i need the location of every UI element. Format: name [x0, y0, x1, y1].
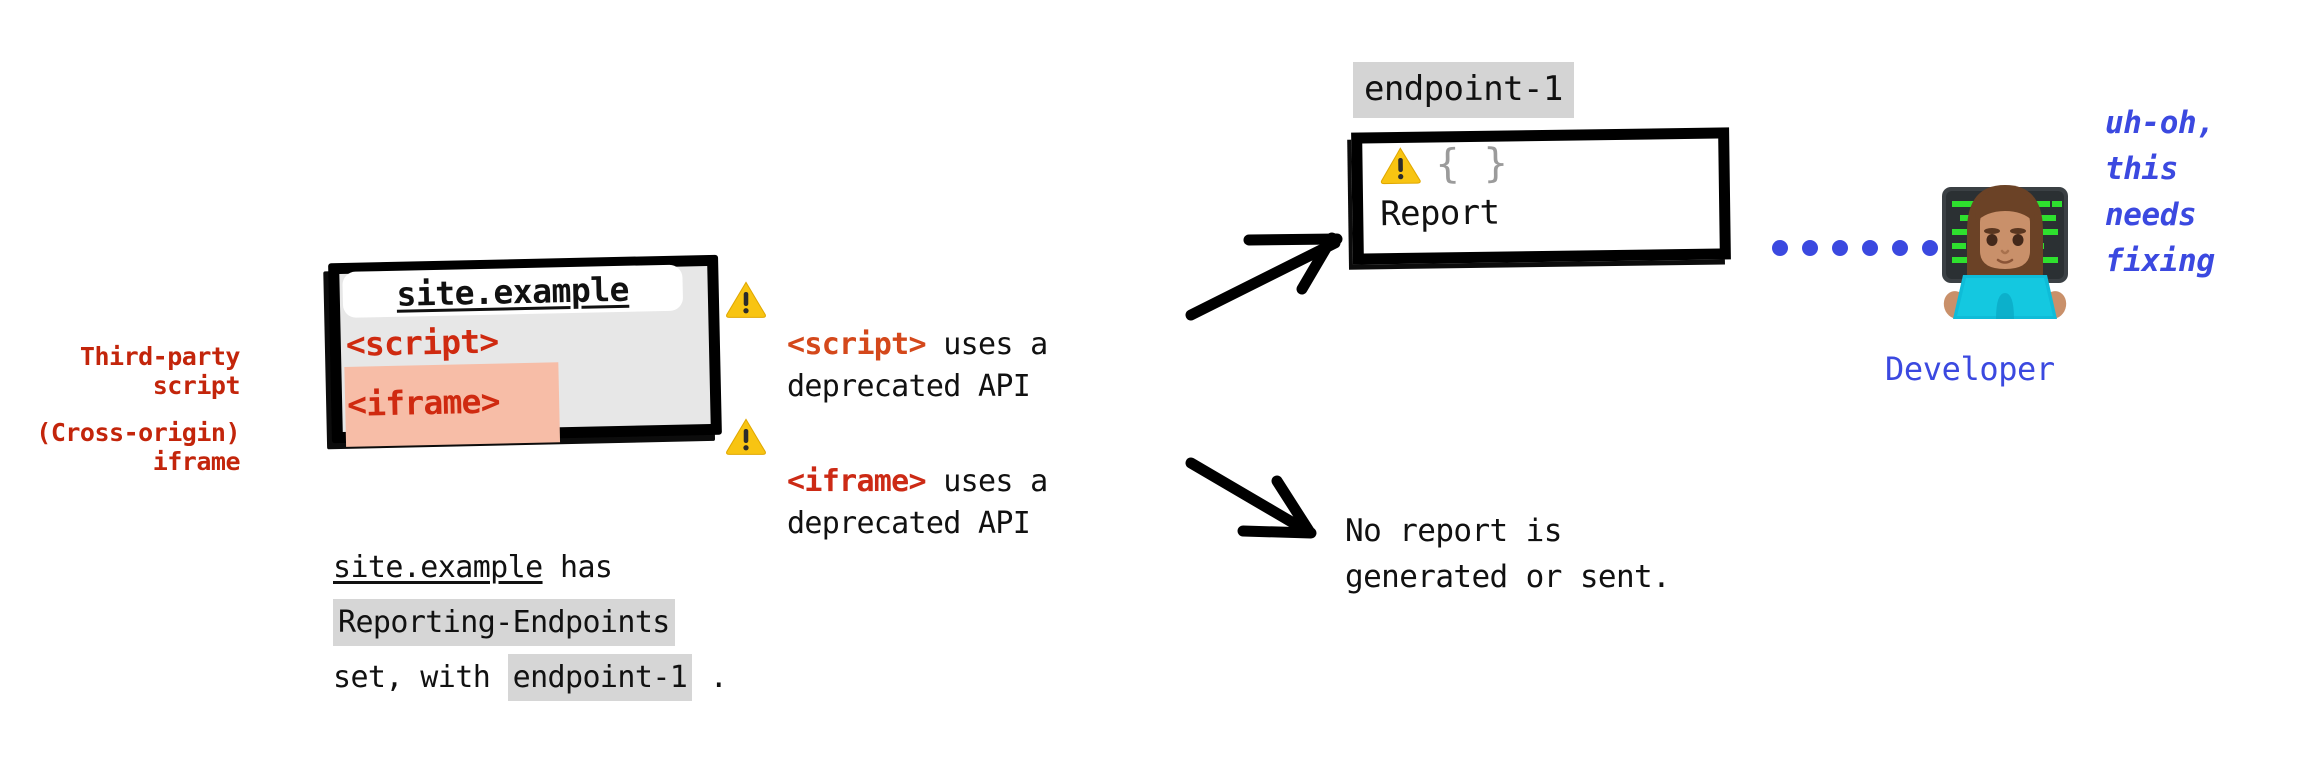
- developer-avatar-icon: [1942, 185, 2068, 319]
- caption-has: has: [542, 550, 613, 585]
- caption-endpoint-code: endpoint-1: [507, 654, 693, 701]
- browser-url-bar[interactable]: site.example: [342, 264, 684, 318]
- arrow-to-no-report-icon: [1185, 457, 1317, 539]
- label-third-party-script: Third-party script: [79, 342, 241, 400]
- warning-tag-script: <script>: [787, 327, 927, 362]
- warning-triangle-icon: [726, 281, 766, 318]
- warning-rest-script: uses a deprecated API: [787, 327, 1048, 404]
- report-box: { } Report: [1351, 127, 1731, 265]
- connector-dot: [1832, 240, 1848, 256]
- connector-dot: [1862, 240, 1878, 256]
- connector-dot: [1802, 240, 1818, 256]
- browser-caption: site.example has Reporting-Endpoints set…: [333, 540, 973, 705]
- caption-header-code: Reporting-Endpoints: [333, 599, 675, 646]
- caption-site: site.example: [333, 550, 543, 585]
- connector-dot: [1922, 240, 1938, 256]
- report-box-header: { }: [1379, 140, 1509, 188]
- developer-speech-text: uh-oh, this needs fixing: [2105, 105, 2215, 279]
- json-braces-icon: { }: [1435, 140, 1509, 188]
- browser-window: site.example <script> <iframe>: [328, 254, 722, 447]
- browser-url-text: site.example: [396, 269, 630, 314]
- connector-dot: [1772, 240, 1788, 256]
- warning-row-iframe: <iframe> uses a deprecated API: [725, 415, 1048, 545]
- warning-rest-iframe: uses a deprecated API: [787, 464, 1048, 541]
- label-cross-origin-iframe: (Cross-origin) iframe: [36, 418, 240, 476]
- browser-script-tag: <script>: [345, 321, 499, 364]
- developer-label: Developer: [1885, 350, 2055, 388]
- endpoint-name-label: endpoint-1: [1353, 62, 1574, 118]
- connector-dot: [1892, 240, 1908, 256]
- caption-set-with: set, with: [333, 660, 491, 695]
- dotted-connector: [1772, 240, 1938, 256]
- warning-tag-iframe: <iframe>: [787, 464, 927, 499]
- browser-iframe-tag: <iframe>: [346, 381, 501, 424]
- warning-row-script: <script> uses a deprecated API: [725, 278, 1048, 408]
- warning-triangle-icon: [1380, 147, 1421, 185]
- warning-text-script: <script> uses a deprecated API: [787, 278, 1048, 408]
- report-box-label: Report: [1379, 192, 1500, 235]
- warning-triangle-icon: [726, 418, 766, 455]
- caption-period: .: [709, 660, 728, 695]
- arrow-to-report-icon: [1185, 232, 1343, 321]
- warning-text-iframe: <iframe> uses a deprecated API: [787, 415, 1048, 545]
- no-report-text: No report is generated or sent.: [1345, 513, 1671, 595]
